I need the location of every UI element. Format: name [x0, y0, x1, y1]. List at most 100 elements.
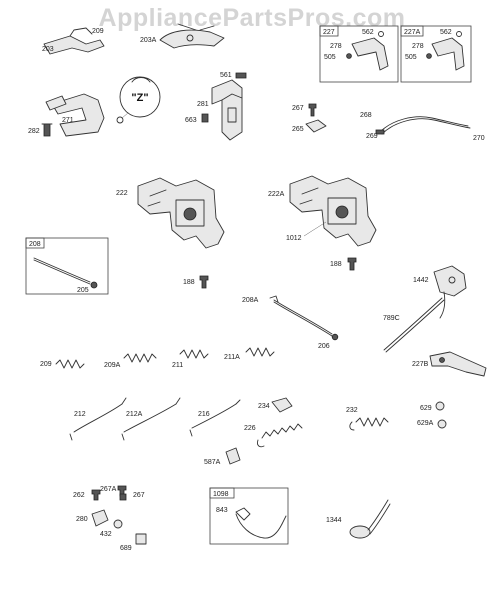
- label-222: 222: [116, 190, 128, 197]
- part-432-screw: [113, 519, 123, 529]
- label-188-right: 188: [330, 261, 342, 268]
- part-222-control-bracket: [137, 177, 225, 249]
- label-227-278: 278: [330, 43, 342, 50]
- label-227-505: 505: [324, 54, 336, 61]
- label-1344: 1344: [326, 517, 342, 524]
- part-211-spring: [179, 349, 209, 359]
- part-280-clip: [91, 509, 109, 527]
- label-208-205: 205: [77, 287, 89, 294]
- part-1442-lever: [433, 265, 467, 319]
- label-587A: 587A: [204, 459, 221, 466]
- label-209: 209: [40, 361, 52, 368]
- label-267A: 267A: [100, 486, 117, 493]
- part-209A-spring: [123, 353, 157, 363]
- box-208: [25, 237, 109, 295]
- label-226: 226: [244, 425, 256, 432]
- label-267: 267: [292, 105, 304, 112]
- label-212: 212: [74, 411, 86, 418]
- label-203: 203: [42, 46, 54, 53]
- label-227B: 227B: [412, 361, 429, 368]
- label-203A: 203A: [140, 37, 157, 44]
- part-281-bracket: [211, 79, 243, 141]
- part-271-throttle-lever: [45, 93, 105, 137]
- callout-z-label: "Z": [131, 92, 148, 104]
- label-232: 232: [346, 407, 358, 414]
- part-203A-plate: [159, 23, 225, 49]
- watermark: AppliancePartsPros.com: [99, 4, 406, 32]
- label-222A: 222A: [268, 191, 285, 198]
- label-282: 282: [28, 128, 40, 135]
- part-216-link: [189, 399, 241, 437]
- part-689-nut: [135, 533, 147, 545]
- label-561: 561: [220, 72, 232, 79]
- part-208-governor-link: [33, 257, 98, 289]
- label-209A: 209A: [104, 362, 121, 369]
- label-208: 208: [29, 241, 41, 248]
- part-265-clip: [305, 119, 327, 133]
- part-212-link: [69, 397, 127, 441]
- part-561-screw: [235, 72, 247, 79]
- label-280: 280: [76, 516, 88, 523]
- label-206: 206: [318, 343, 330, 350]
- part-262-screw: [91, 489, 101, 501]
- part-212A-link: [121, 397, 181, 441]
- label-188-left: 188: [183, 279, 195, 286]
- part-188-screw-right: [347, 257, 357, 271]
- label-270: 270: [473, 135, 485, 142]
- box-1098: [209, 487, 289, 545]
- label-689: 689: [120, 545, 132, 552]
- box-208-tag: [25, 237, 45, 249]
- box-227-tag: [319, 25, 339, 37]
- part-227B-lever: [429, 351, 487, 377]
- part-268-cable: [375, 116, 471, 135]
- label-1012: 1012: [286, 235, 302, 242]
- label-234: 234: [258, 403, 270, 410]
- label-1098-843: 843: [216, 507, 228, 514]
- label-216: 216: [198, 411, 210, 418]
- box-227A-tag: [400, 25, 424, 37]
- label-227A-505: 505: [405, 54, 417, 61]
- part-222A-control-bracket: [289, 175, 377, 247]
- part-587A-clip: [225, 447, 241, 465]
- part-208A-link: [269, 295, 339, 341]
- part-789C-rod: [383, 297, 445, 353]
- label-789C: 789C: [383, 315, 400, 322]
- part-267-screw-lower: [119, 493, 127, 501]
- label-262: 262: [73, 492, 85, 499]
- part-227-governor-arm: [346, 31, 389, 71]
- part-629A-nut: [437, 419, 447, 429]
- label-1442: 1442: [413, 277, 429, 284]
- label-629: 629: [420, 405, 432, 412]
- label-208A: 208A: [242, 297, 259, 304]
- part-282-screw: [41, 123, 53, 137]
- label-227A-562: 562: [440, 29, 452, 36]
- label-1098: 1098: [213, 491, 229, 498]
- part-234-clip: [271, 397, 293, 413]
- part-226-spring: [257, 423, 303, 448]
- callout-z: [116, 76, 161, 124]
- label-629A: 629A: [417, 420, 434, 427]
- label-269: 269: [366, 133, 378, 140]
- label-227A: 227A: [404, 29, 421, 36]
- part-843-cable-assembly: [235, 507, 287, 539]
- label-209-top: 209: [92, 28, 104, 35]
- label-432: 432: [100, 531, 112, 538]
- part-663-screw: [201, 113, 209, 123]
- label-227-562: 562: [362, 29, 374, 36]
- box-1098-tag: [209, 487, 235, 499]
- box-227: [319, 25, 399, 83]
- part-267-screw: [308, 103, 317, 117]
- box-227A: [400, 25, 472, 83]
- part-227A-governor-arm: [426, 31, 465, 71]
- label-211A: 211A: [224, 354, 240, 361]
- part-203-bracket: [43, 27, 105, 55]
- label-268: 268: [360, 112, 372, 119]
- label-211: 211: [172, 362, 183, 369]
- label-663: 663: [185, 117, 197, 124]
- label-271: 271: [62, 117, 74, 124]
- part-188-screw-left: [199, 275, 209, 289]
- label-281: 281: [197, 101, 209, 108]
- part-209-spring: [55, 359, 85, 369]
- part-629-nut: [435, 401, 445, 411]
